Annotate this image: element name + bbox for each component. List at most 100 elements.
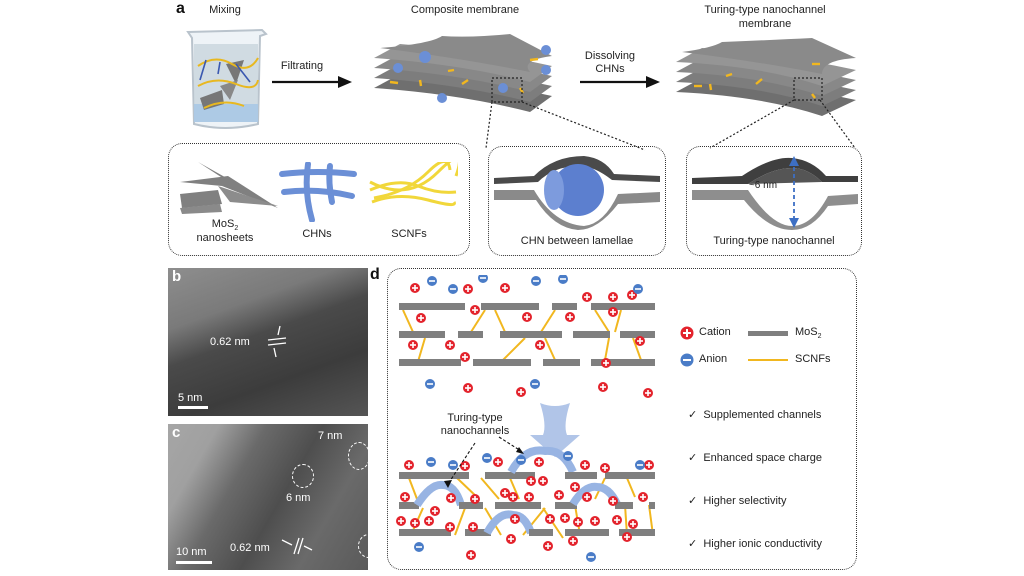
panel-c-pore-circle-7nm: [348, 442, 368, 470]
anion-icon: [482, 453, 492, 463]
cation-icon: [570, 482, 580, 492]
cation-icon: [506, 534, 516, 544]
cation-icon: [396, 516, 406, 526]
cation-icon: [538, 476, 548, 486]
legend-cation-icon: [680, 326, 694, 340]
anion-icon: [516, 455, 526, 465]
cation-icon: [622, 532, 632, 542]
scnfs-icon: [369, 162, 458, 207]
mos2-sheet: [399, 331, 445, 338]
cation-icon: [534, 457, 544, 467]
mos2-sheet: [500, 331, 562, 338]
label-mos2-subscript: 2: [234, 225, 239, 233]
mos2-sheet: [481, 303, 539, 310]
check-icon: ✓: [688, 452, 698, 464]
mos2-sheet: [573, 331, 610, 338]
cation-icon: [430, 506, 440, 516]
cation-icon: [460, 352, 470, 362]
anion-icon: [427, 276, 437, 286]
arrow-label-filtrating: Filtrating: [280, 60, 324, 72]
arrow-dissolving-icon: [580, 76, 660, 88]
scnf-fiber: [454, 507, 466, 536]
check-icon: ✓: [688, 495, 698, 507]
anion-icon: [586, 552, 596, 562]
panel-d-schematic: [396, 275, 655, 562]
legend-mos2-prefix: MoS: [795, 326, 818, 338]
zoom-callout-lines: [485, 99, 856, 151]
mos2-sheet: [552, 303, 577, 310]
inset-label-chn-between: CHN between lamellae: [520, 235, 634, 247]
cation-icon: [500, 488, 510, 498]
legend-anion-label: Anion: [699, 353, 728, 365]
cation-icon: [608, 307, 618, 317]
mos2-sheet: [591, 359, 655, 366]
anion-icon: [531, 276, 541, 286]
benefit-item: ✓ Supplemented channels: [688, 409, 822, 421]
panel-d-box: [387, 268, 857, 570]
panel-c-letter: c: [172, 424, 181, 441]
scnf-fiber: [502, 337, 526, 361]
cation-icon: [470, 305, 480, 315]
cation-icon: [446, 493, 456, 503]
cation-icon: [522, 312, 532, 322]
cation-icon: [493, 457, 503, 467]
panel-a-letter: a: [176, 0, 185, 17]
annotation-arrow-right: [498, 436, 522, 452]
benefit-item: ✓ Enhanced space charge: [688, 452, 822, 464]
panel-b-scale-bar: [178, 406, 208, 409]
mos2-sheet: [485, 472, 535, 479]
composite-membrane-illustration: [374, 34, 552, 112]
scnf-fiber: [626, 477, 636, 498]
mos2-sheet: [399, 303, 465, 310]
panel-c-spacing-label: 0.62 nm: [230, 542, 270, 554]
anion-icon: [426, 457, 436, 467]
legend-mos2-swatch: [748, 331, 788, 336]
cation-icon: [404, 460, 414, 470]
scnf-fiber: [540, 309, 556, 333]
mos2-sheet: [399, 502, 419, 509]
mos2-nanosheets-icon: [180, 162, 278, 214]
cation-icon: [635, 336, 645, 346]
mos2-sheet: [529, 529, 553, 536]
cation-icon: [463, 284, 473, 294]
panel-d-letter: d: [370, 266, 380, 283]
mos2-sheet: [620, 331, 655, 338]
cation-icon: [416, 313, 426, 323]
scnf-fiber: [494, 309, 506, 333]
anion-icon: [448, 284, 458, 294]
turing-nanochannel-bump: [569, 482, 621, 507]
mos2-sheet: [615, 502, 633, 509]
legend-cation-label: Cation: [699, 326, 731, 338]
cation-icon: [628, 519, 638, 529]
turing-nanochannel-illustration: [692, 156, 858, 230]
turing-nanochannel-bump: [413, 480, 465, 508]
panel-c-spacing-marker-icon: [281, 537, 313, 555]
cation-icon: [400, 492, 410, 502]
anion-icon: [563, 451, 573, 461]
legend-anion-icon: [680, 353, 694, 367]
legend-scnfs-label: SCNFs: [795, 353, 831, 365]
scnf-fiber: [594, 309, 610, 333]
mos2-sheet: [465, 529, 491, 536]
cation-icon: [608, 292, 618, 302]
benefit-item: ✓ Higher ionic conductivity: [688, 538, 822, 550]
mos2-sheet: [543, 359, 580, 366]
check-icon: ✓: [688, 538, 698, 550]
anion-icon: [633, 284, 643, 294]
scnf-fiber: [402, 309, 414, 333]
panel-c-scale-label: 10 nm: [176, 546, 207, 558]
cation-icon: [554, 490, 564, 500]
mos2-sheet: [459, 502, 483, 509]
panel-c-pore-circle-6nm: [292, 464, 314, 488]
stage-label-turing-line1: Turing-type nanochannel: [704, 4, 826, 16]
panel-b-letter: b: [172, 268, 182, 285]
arrow-label-dissolving-line1: Dissolving: [584, 50, 636, 62]
components-box: [168, 143, 470, 256]
anion-icon: [478, 275, 488, 283]
cation-icon: [643, 388, 653, 398]
mos2-sheet: [458, 331, 483, 338]
scnf-fiber: [614, 309, 622, 333]
mos2-sheet: [565, 472, 597, 479]
mos2-sheet: [399, 359, 461, 366]
cation-icon: [545, 514, 555, 524]
